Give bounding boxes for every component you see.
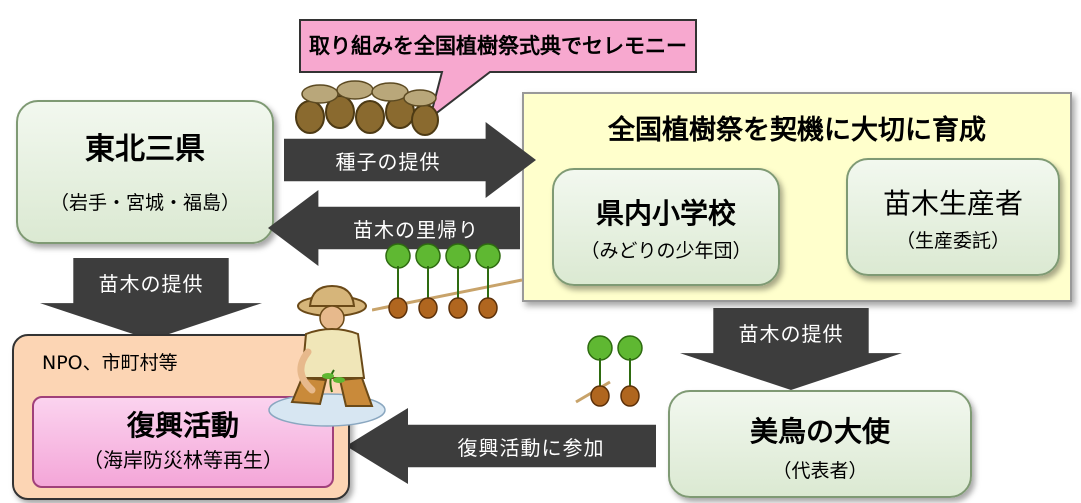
seedlings-small-illustration (575, 335, 643, 407)
participate-arrow: 復興活動に参加 (346, 408, 656, 484)
producer-subtitle: （生産委託） (895, 230, 1010, 252)
producer-box: 苗木生産者 （生産委託） (846, 158, 1060, 276)
gardener-illustration (268, 284, 386, 427)
callout-bubble (299, 19, 697, 121)
activity-subtitle: （海岸防災林等再生） (83, 448, 283, 472)
school-box: 県内小学校 （みどりの少年団） (552, 168, 780, 286)
tohoku-subtitle: （岩手・宮城・福島） (49, 192, 240, 214)
seedling-supply-left-label: 苗木の提供 (98, 272, 204, 296)
tohoku-title: 東北三県 (85, 132, 205, 167)
seedling-supply-right-label: 苗木の提供 (738, 322, 844, 346)
callout-text: 取り組みを全国植樹祭式典でセレモニー (309, 34, 687, 58)
ambassador-title: 美鳥の大使 (749, 415, 890, 448)
activity-title: 復興活動 (126, 409, 239, 442)
school-subtitle: （みどりの少年団） (580, 240, 752, 262)
ambassador-subtitle: （代表者） (772, 460, 868, 482)
ambassador-box: 美鳥の大使 （代表者） (668, 390, 972, 498)
seedling-supply-left-arrow: 苗木の提供 (40, 258, 262, 340)
seed-supply-label: 種子の提供 (335, 149, 441, 174)
seeds-illustration (295, 80, 439, 136)
school-title: 県内小学校 (595, 197, 736, 230)
seedling-return-label: 苗木の里帰り (353, 217, 479, 242)
seedling-supply-right-arrow: 苗木の提供 (680, 308, 902, 390)
producer-title: 苗木生産者 (882, 187, 1023, 220)
seedlings-illustration (372, 243, 523, 319)
participate-label: 復興活動に参加 (457, 435, 605, 460)
npo-label: NPO、市町村等 (42, 352, 178, 374)
tohoku-box: 東北三県 （岩手・宮城・福島） (16, 100, 274, 244)
festival-title: 全国植樹祭を契機に大切に育成 (608, 115, 986, 146)
